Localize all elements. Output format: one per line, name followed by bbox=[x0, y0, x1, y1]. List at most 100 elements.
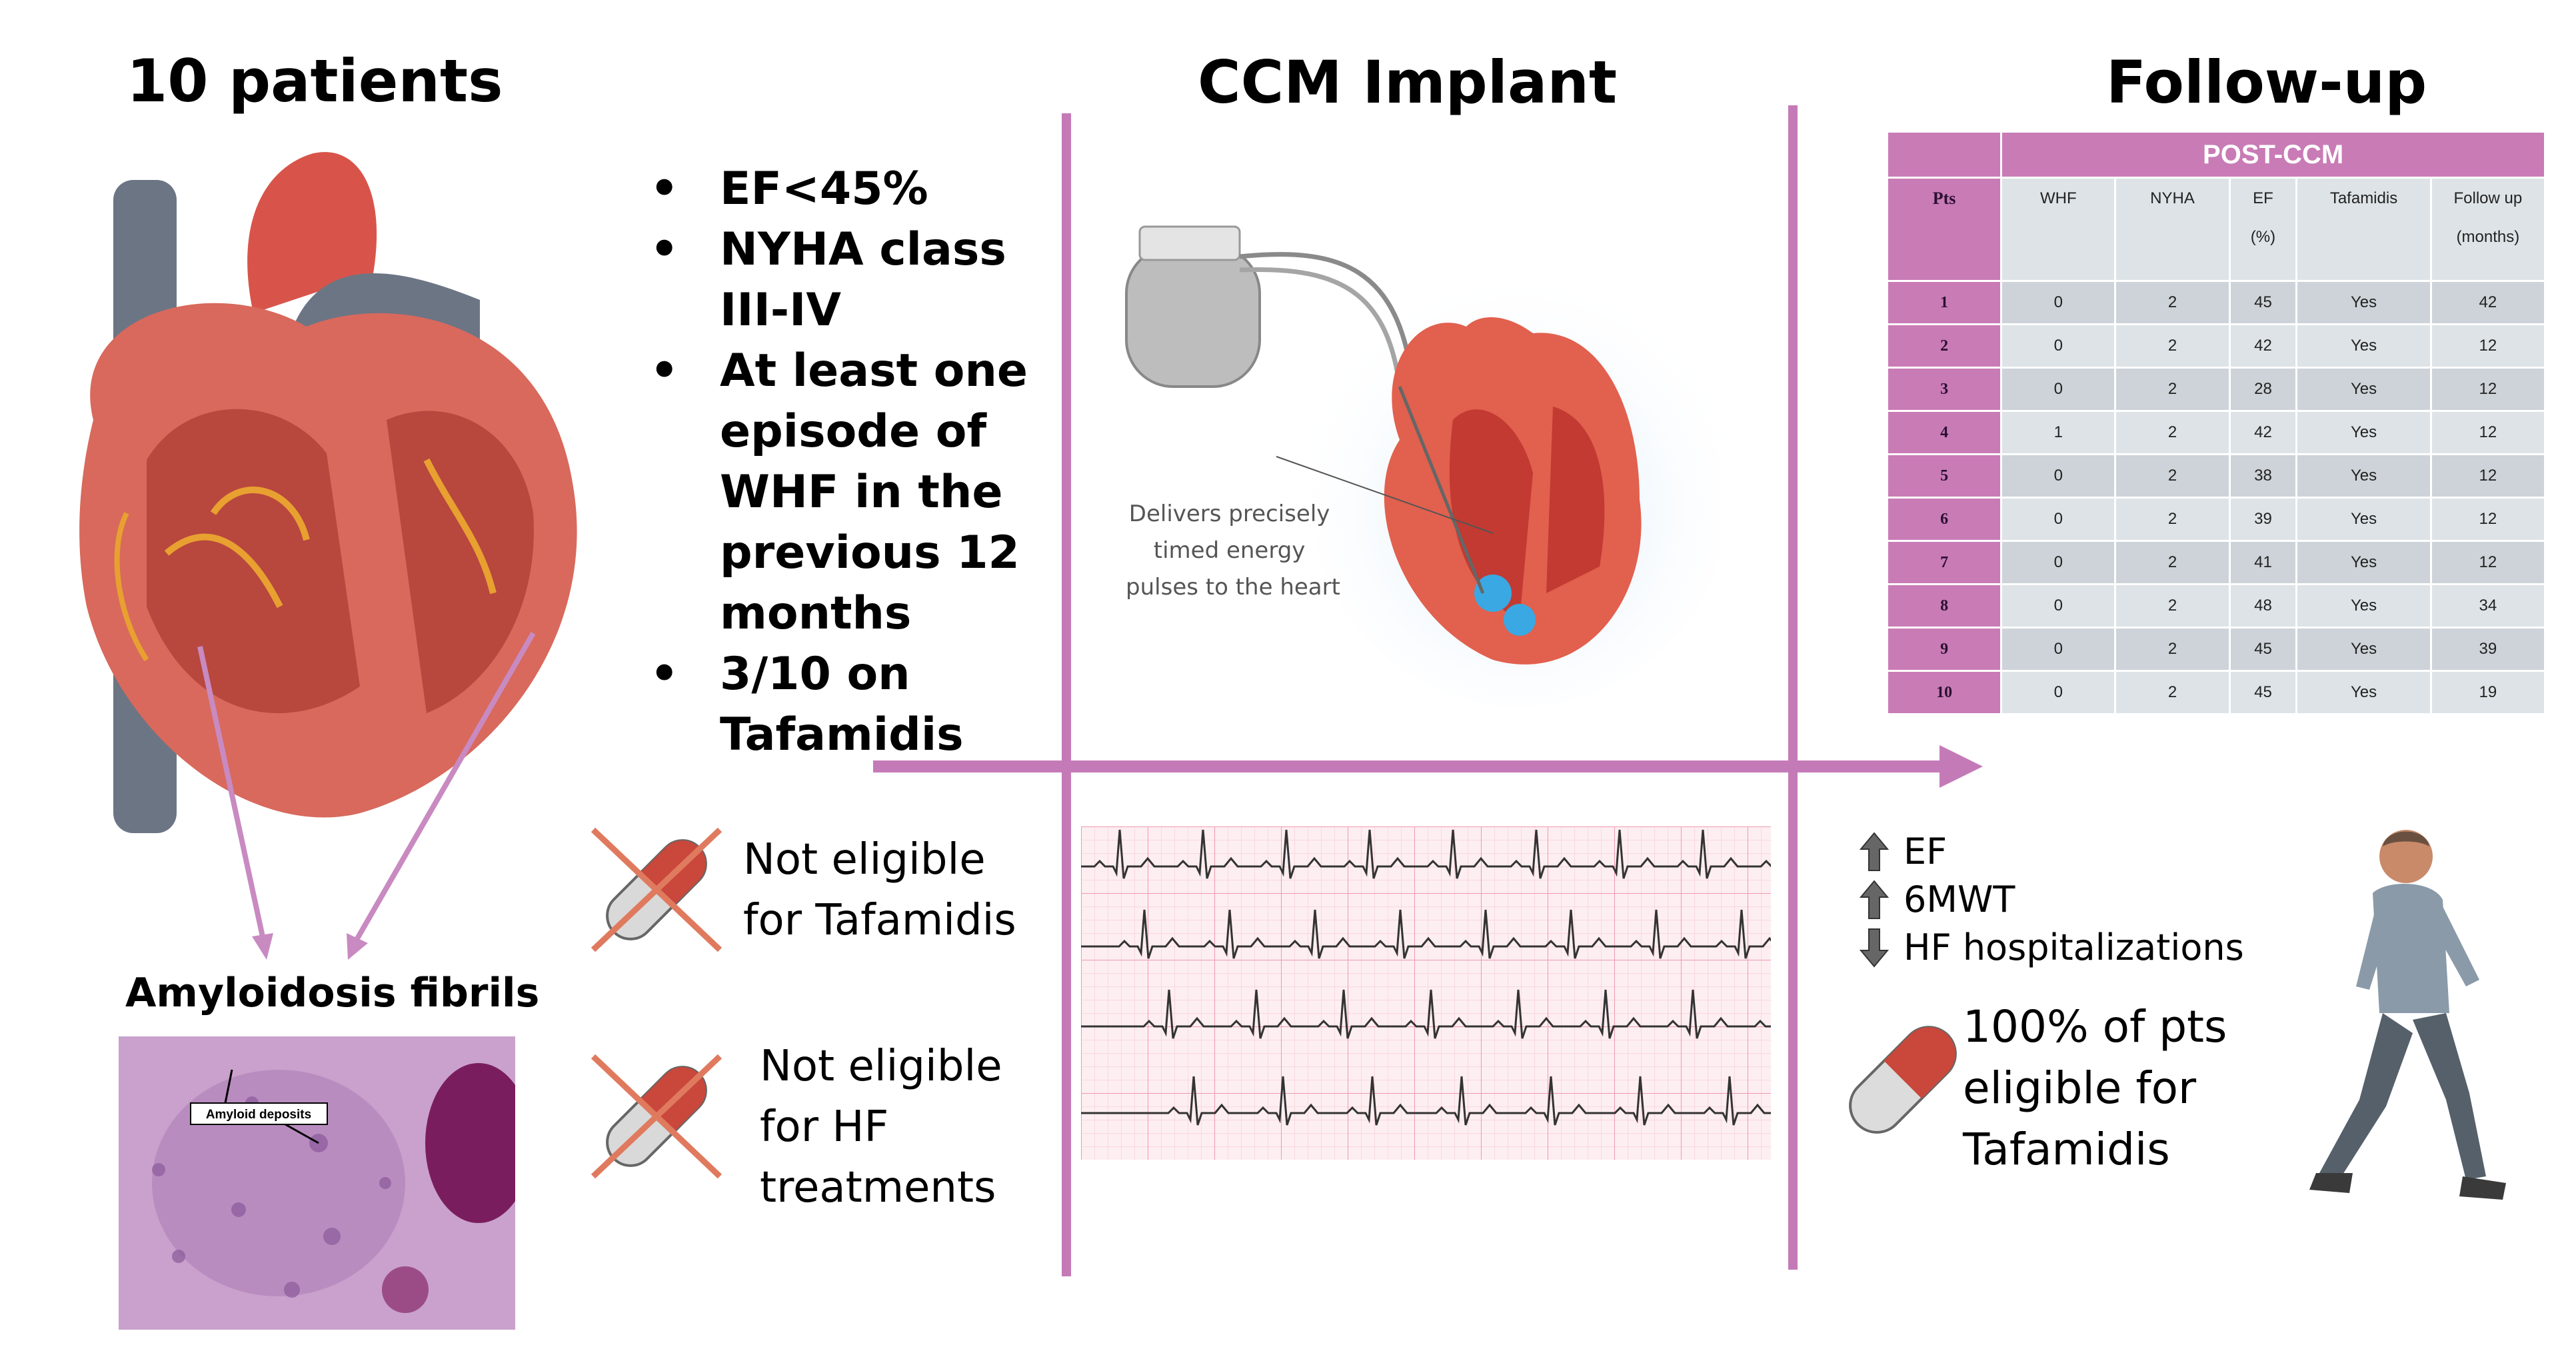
amyloid-micrograph: Amyloid deposits bbox=[119, 1036, 515, 1330]
table-cell: 45 bbox=[2230, 282, 2296, 323]
table-corner-cell bbox=[1888, 133, 2001, 177]
table-cell: 45 bbox=[2230, 629, 2296, 670]
table-cell: 2 bbox=[2116, 455, 2229, 497]
table-cell: 2 bbox=[2116, 672, 2229, 713]
table-cell: Yes bbox=[2297, 455, 2430, 497]
device-caption-line-1: Delivers precisely bbox=[1129, 501, 1330, 527]
table-cell-pt: 6 bbox=[1888, 499, 2001, 540]
criterion-text: At least one episode of WHF in the previ… bbox=[720, 345, 1028, 640]
walking-person-illustration bbox=[2309, 830, 2506, 1200]
device-caption-line-2: timed energy bbox=[1154, 537, 1306, 564]
table-cell: 0 bbox=[2002, 542, 2115, 583]
outcome-text: EF bbox=[1904, 830, 1947, 872]
ccm-device-illustration: Delivers precisely timed energy pulses t… bbox=[1125, 225, 1720, 706]
device-caption-line-3: pulses to the heart bbox=[1126, 574, 1340, 601]
criterion-item: •EF<45% bbox=[650, 163, 928, 215]
table-cell: 12 bbox=[2431, 542, 2544, 583]
table-cell: 2 bbox=[2116, 412, 2229, 453]
table-cell: 2 bbox=[2116, 325, 2229, 367]
table-cell: Yes bbox=[2297, 629, 2430, 670]
criterion-text: NYHA class III-IV bbox=[720, 223, 1006, 337]
not-eligible-hf-treatments: Not eligible for HF treatments bbox=[760, 1042, 1002, 1212]
table-cell: 0 bbox=[2002, 585, 2115, 627]
ecg-lead-trace bbox=[1081, 909, 1771, 959]
up-arrow-icon bbox=[1860, 880, 1889, 919]
table-cell: 39 bbox=[2431, 629, 2544, 670]
table-cell-pt: 10 bbox=[1888, 672, 2001, 713]
col-header-ef: EF (%) bbox=[2230, 179, 2296, 280]
table-cell: 42 bbox=[2230, 412, 2296, 453]
table-cell-pt: 8 bbox=[1888, 585, 2001, 627]
timeline-arrow-head bbox=[1939, 745, 1983, 788]
table-cell: 41 bbox=[2230, 542, 2296, 583]
ecg-lead-trace bbox=[1081, 829, 1771, 879]
device-caption: Delivers precisely timed energy pulses t… bbox=[1126, 501, 1340, 601]
table-cell: 12 bbox=[2431, 455, 2544, 497]
table-cell: Yes bbox=[2297, 369, 2430, 410]
table-cell-pt: 2 bbox=[1888, 325, 2001, 367]
table-cell: 12 bbox=[2431, 412, 2544, 453]
table-cell: 38 bbox=[2230, 455, 2296, 497]
crossed-pill-icon-2 bbox=[591, 1054, 722, 1179]
table-cell-pt: 4 bbox=[1888, 412, 2001, 453]
post-ccm-header: POST-CCM bbox=[2002, 133, 2544, 177]
table-cell: 48 bbox=[2230, 585, 2296, 627]
table-cell-pt: 5 bbox=[1888, 455, 2001, 497]
table-cell: 2 bbox=[2116, 499, 2229, 540]
table-cell: 12 bbox=[2431, 325, 2544, 367]
table-cell-pt: 9 bbox=[1888, 629, 2001, 670]
table-cell: 34 bbox=[2431, 585, 2544, 627]
eligible-tafamidis-text: 100% of pts eligible for Tafamidis bbox=[1963, 1001, 2227, 1175]
table-cell: Yes bbox=[2297, 282, 2430, 323]
table-header-row: Pts WHF NYHA EF (%) Tafamidis Follow up … bbox=[1888, 179, 2544, 280]
outcomes-list: EF 6MWT HF hospitalizations bbox=[1860, 828, 2244, 972]
outcome-text: HF hospitalizations bbox=[1904, 926, 2244, 968]
outcome-text: 6MWT bbox=[1904, 878, 2015, 920]
criterion-item: •NYHA class III-IV bbox=[650, 223, 1006, 337]
col-header-nyha: NYHA bbox=[2116, 179, 2229, 280]
table-cell: 1 bbox=[2002, 412, 2115, 453]
table-cell: 0 bbox=[2002, 499, 2115, 540]
post-ccm-table: POST-CCM Pts WHF NYHA EF (%) Tafamidis F… bbox=[1886, 131, 2546, 715]
table-cell: 2 bbox=[2116, 542, 2229, 583]
table-cell: 19 bbox=[2431, 672, 2544, 713]
outcome-row: HF hospitalizations bbox=[1860, 924, 2244, 972]
table-cell: 2 bbox=[2116, 585, 2229, 627]
criterion-item: •3/10 on Tafamidis bbox=[650, 648, 964, 761]
table-cell: Yes bbox=[2297, 412, 2430, 453]
table-cell: 0 bbox=[2002, 282, 2115, 323]
inclusion-criteria-list: •EF<45% •NYHA class III-IV •At least one… bbox=[650, 159, 1076, 765]
ecg-lead-trace bbox=[1081, 1076, 1771, 1126]
table-cell: 0 bbox=[2002, 325, 2115, 367]
heart-illustration bbox=[79, 152, 577, 833]
criterion-item: •At least one episode of WHF in the prev… bbox=[650, 345, 1028, 640]
criterion-text: 3/10 on Tafamidis bbox=[720, 648, 964, 761]
amyloid-deposits-tag: Amyloid deposits bbox=[206, 1108, 311, 1122]
table-cell: Yes bbox=[2297, 672, 2430, 713]
title-follow-up: Follow-up bbox=[2106, 48, 2427, 117]
ecg-lead-trace bbox=[1081, 989, 1771, 1039]
heart-to-fibrils-arrows bbox=[197, 632, 536, 960]
not-eligible-tafamidis: Not eligible for Tafamidis bbox=[743, 835, 1016, 945]
table-cell-pt: 1 bbox=[1888, 282, 2001, 323]
col-header-whf: WHF bbox=[2002, 179, 2115, 280]
table-cell: 0 bbox=[2002, 629, 2115, 670]
table-cell: Yes bbox=[2297, 325, 2430, 367]
table-cell: 12 bbox=[2431, 499, 2544, 540]
table-cell: 42 bbox=[2431, 282, 2544, 323]
table-cell: 0 bbox=[2002, 672, 2115, 713]
table-cell: Yes bbox=[2297, 499, 2430, 540]
col-header-follow-up: Follow up (months) bbox=[2431, 179, 2544, 280]
table-cell: Yes bbox=[2297, 542, 2430, 583]
table-cell: 42 bbox=[2230, 325, 2296, 367]
